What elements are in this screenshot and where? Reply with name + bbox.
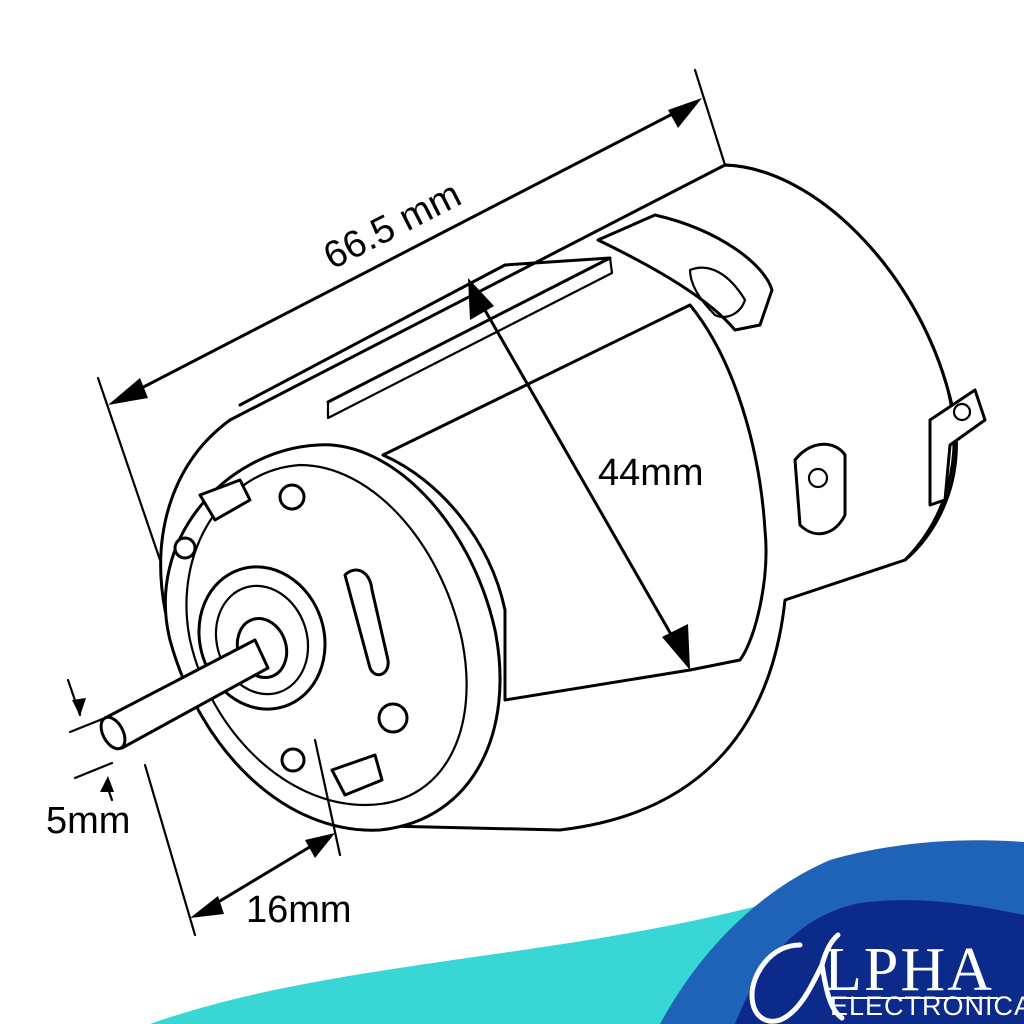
length-arrow-left (108, 378, 148, 405)
front-hole-4 (280, 747, 306, 773)
body-band-line (326, 256, 614, 420)
shaft-diameter-label: 5mm (46, 800, 130, 842)
motor-rear-end (723, 163, 956, 562)
shaft-len-ext-left (143, 763, 197, 937)
shaft-len-arrow-right (305, 833, 335, 858)
diameter-label: 44mm (598, 452, 704, 494)
diameter-arrow-bottom (662, 624, 690, 670)
shaft-dia-arrow-top (72, 698, 86, 716)
shaft-dia-arrow-bottom (100, 776, 114, 792)
rear-vent-inner (688, 266, 747, 318)
brand-logo: LPHA ELECTRONICA (749, 932, 1024, 1024)
front-slot-side (343, 568, 390, 677)
brand-subtitle: ELECTRONICA (830, 991, 1024, 1021)
diameter-arrow-top (468, 278, 494, 320)
length-dimension-line (126, 106, 686, 397)
shaft-dia-ext-bottom (73, 761, 114, 780)
shaft-len-line (203, 840, 320, 912)
dimension-lines (66, 68, 727, 937)
terminal-hole (952, 402, 972, 422)
terminal-tab (928, 388, 987, 507)
front-vent-bottom (330, 753, 384, 797)
shaft-len-arrow-left (190, 896, 224, 918)
front-vent-top (198, 478, 252, 522)
body-band-top (238, 256, 612, 407)
brand-name: LPHA (824, 936, 994, 1004)
rear-vent-top (596, 213, 774, 332)
body-flat-panel (381, 303, 768, 702)
rear-vent-bottom (793, 442, 847, 536)
length-ext-right (693, 68, 727, 167)
front-hole-2 (173, 536, 197, 560)
shaft-len-ext-right (313, 738, 342, 857)
diameter-dimension-line (476, 296, 682, 652)
bearing-boss-inner (214, 584, 310, 696)
length-ext-left (96, 376, 162, 562)
shaft-dia-ext-top (68, 716, 107, 734)
rear-hole (807, 467, 829, 489)
motor-front-face (185, 463, 468, 807)
shaft-length-label: 16mm (246, 889, 352, 931)
length-label: 66.5 mm (317, 173, 468, 278)
alpha-logo-icon (749, 932, 845, 1024)
shaft-dia-bottom-tick (105, 784, 114, 802)
length-arrow-right (668, 98, 702, 128)
motor-front-ring (163, 443, 502, 832)
front-hole-3 (377, 702, 409, 734)
front-hole-1 (278, 483, 306, 511)
motor-body (99, 163, 987, 832)
